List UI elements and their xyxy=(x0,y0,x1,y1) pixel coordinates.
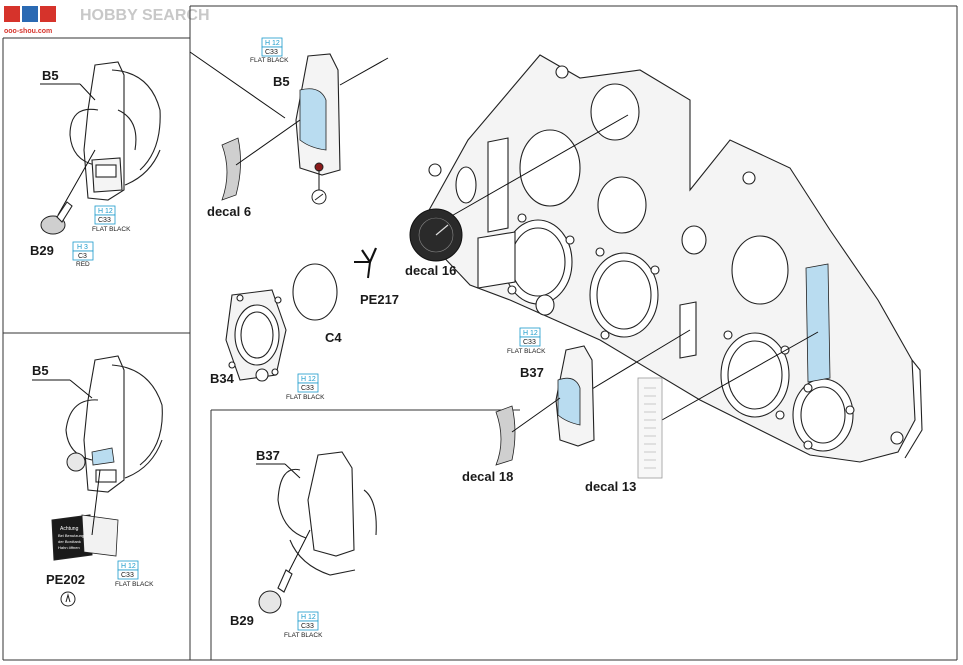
svg-text:C3: C3 xyxy=(78,253,87,260)
label-b37-inset: B37 xyxy=(256,448,280,463)
label-b37-panel: B37 xyxy=(520,365,544,380)
svg-text:Bei Benutzung: Bei Benutzung xyxy=(58,533,84,538)
svg-text:FLAT BLACK: FLAT BLACK xyxy=(92,226,131,233)
label-b5-center: B5 xyxy=(273,74,290,89)
svg-text:H 12: H 12 xyxy=(98,208,113,215)
svg-text:C33: C33 xyxy=(301,623,314,630)
rotate-arrow-icon xyxy=(60,591,76,607)
svg-text:H 3: H 3 xyxy=(77,244,88,251)
svg-text:FLAT BLACK: FLAT BLACK xyxy=(286,394,325,401)
svg-text:C33: C33 xyxy=(301,385,314,392)
panel-frames xyxy=(2,5,958,661)
paint-callout-pe202: H 12 C33 FLAT BLACK xyxy=(115,560,154,588)
label-b29-inset: B29 xyxy=(230,613,254,628)
detail-b37-decals: B37 decal 18 decal 13 H 12 C33 FLAT BLAC… xyxy=(462,327,663,494)
label-decal13: decal 13 xyxy=(585,479,636,494)
svg-text:Achtung: Achtung xyxy=(60,526,79,532)
svg-text:H 12: H 12 xyxy=(301,376,316,383)
detail-b5-b29-top: B5 B29 H 12 C33 FLAT BLACK H 3 C3 RED xyxy=(30,61,161,268)
label-c4: C4 xyxy=(325,330,342,345)
svg-text:C33: C33 xyxy=(265,49,278,56)
svg-text:FLAT BLACK: FLAT BLACK xyxy=(284,632,323,639)
svg-text:RED: RED xyxy=(76,261,90,268)
watermark-site: ooo-shou.com xyxy=(4,28,52,35)
label-decal18: decal 18 xyxy=(462,469,513,484)
paint-callout-b37-panel: H 12 C33 FLAT BLACK xyxy=(507,327,546,355)
paint-callout-red: H 3 C3 RED xyxy=(72,241,94,268)
svg-text:der Bordtank: der Bordtank xyxy=(58,539,81,544)
watermark-brand: HOBBY SEARCH xyxy=(80,7,210,24)
svg-text:C33: C33 xyxy=(98,217,111,224)
paint-callout-flat-black: H 12 C33 FLAT BLACK xyxy=(92,205,131,233)
svg-text:FLAT BLACK: FLAT BLACK xyxy=(507,348,546,355)
detail-b37-b29-inset: B37 B29 H 12 C33 FLAT BLACK xyxy=(230,448,377,639)
instrument-panel xyxy=(417,54,923,463)
watermark: HOBBY SEARCH ooo-shou.com xyxy=(4,6,210,35)
detail-b5-decal6: B5 decal 6 H 12 C33 FLAT BLACK xyxy=(189,37,389,219)
svg-text:FLAT BLACK: FLAT BLACK xyxy=(250,57,289,64)
label-b5-top-left: B5 xyxy=(42,68,59,83)
detail-b5-pe202-bottom: B5 Achtung Bei Benutzung der Bordtank Ha… xyxy=(32,355,163,607)
label-pe202: PE202 xyxy=(46,572,85,587)
paint-callout-b5-center: H 12 C33 FLAT BLACK xyxy=(250,37,289,64)
placard-pe202: Achtung Bei Benutzung der Bordtank Hahn … xyxy=(51,514,119,561)
label-decal16: decal 16 xyxy=(405,263,456,278)
label-b29-top-left: B29 xyxy=(30,243,54,258)
svg-text:C33: C33 xyxy=(121,572,134,579)
svg-text:H 12: H 12 xyxy=(121,563,136,570)
label-decal6: decal 6 xyxy=(207,204,251,219)
detail-c4-b34: C4 B34 H 12 C33 FLAT BLACK xyxy=(210,263,342,401)
paint-callout-b34: H 12 C33 FLAT BLACK xyxy=(286,373,325,401)
svg-text:FLAT BLACK: FLAT BLACK xyxy=(115,581,154,588)
label-b34: B34 xyxy=(210,371,235,386)
label-b5-bottom-left: B5 xyxy=(32,363,49,378)
svg-text:H 12: H 12 xyxy=(265,40,280,47)
detail-decal16-pe217: decal 16 PE217 xyxy=(354,208,463,307)
svg-text:H 12: H 12 xyxy=(301,614,316,621)
label-pe217: PE217 xyxy=(360,292,399,307)
svg-text:H 12: H 12 xyxy=(523,330,538,337)
svg-text:Hahn öffnen: Hahn öffnen xyxy=(58,545,80,550)
decal13-placard xyxy=(637,377,663,479)
svg-text:C33: C33 xyxy=(523,339,536,346)
paint-callout-b29-inset: H 12 C33 FLAT BLACK xyxy=(284,611,323,639)
